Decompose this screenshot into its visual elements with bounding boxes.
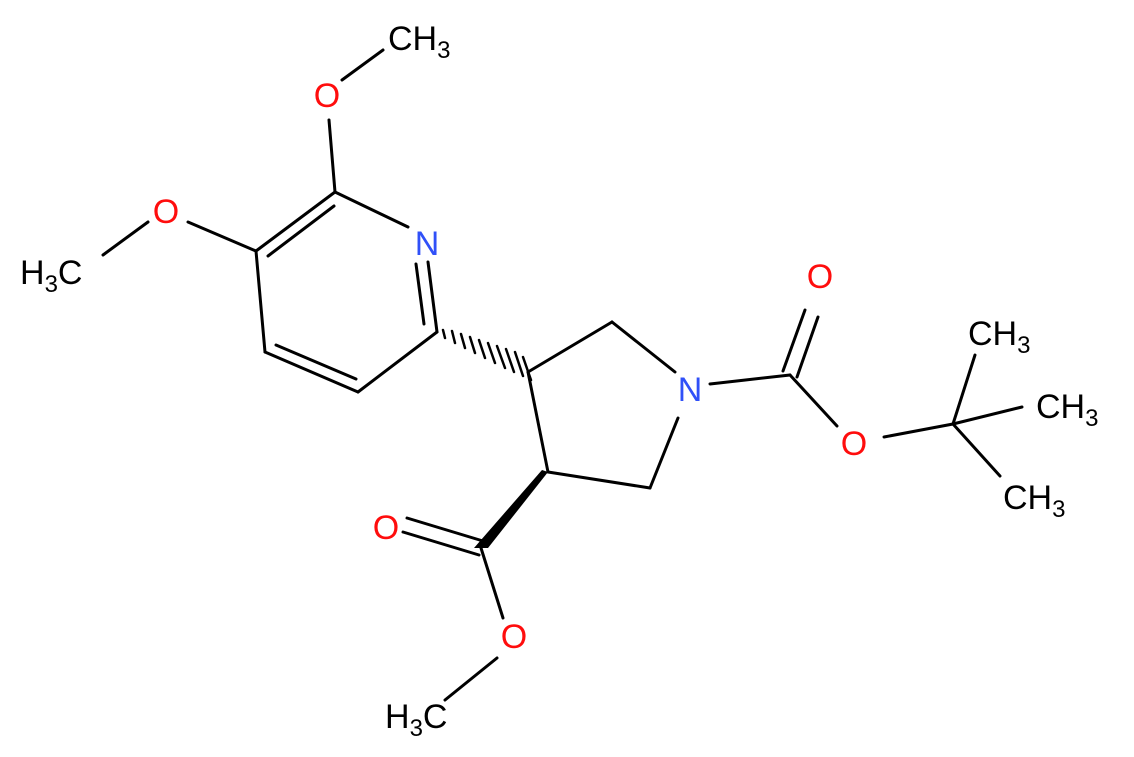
group-ch3-tbu-3: CH3: [1003, 479, 1065, 523]
bond-c-boc-o-double-b: [795, 315, 820, 379]
bond-c6-o-top: [327, 118, 337, 194]
bond-c5-c6-double: [266, 204, 336, 258]
bond-n-c-boc: [708, 373, 792, 386]
group-ch3-top: CH3: [388, 20, 450, 64]
atom-o-ester-carbonyl: O: [373, 509, 399, 547]
bond-c2p-c3p: [546, 470, 652, 490]
bond-n1-c2-double: [414, 262, 426, 326]
bond-cq-ch3-1: [951, 353, 977, 426]
bond-c3-c4-double: [274, 343, 358, 381]
bond-c5-o-left: [186, 220, 258, 253]
bond-c6-n1: [333, 190, 410, 229]
bond-c-ester-o-double-b: [401, 530, 481, 557]
bond-c-ester-o-single: [479, 546, 505, 620]
bond-c5-c6: [254, 190, 337, 253]
bond-c4p-c5p: [526, 320, 614, 374]
bond-o-left-ch3: [101, 220, 150, 257]
atom-o-boc-ester: O: [841, 425, 867, 463]
hashed-bond-c4p-c2: [441, 328, 533, 382]
atom-o-methoxy-left: O: [153, 193, 179, 231]
bond-c-boc-o-double-a: [781, 308, 807, 373]
bond-n-c2p: [648, 416, 680, 490]
atom-labels: N N O O O O O O CH3 H3C CH3 CH3 CH3 H3C: [20, 20, 1098, 742]
group-ch3-tbu-1: CH3: [968, 315, 1030, 359]
atom-n-pyridine: N: [415, 225, 440, 263]
atom-o-methoxy-top: O: [314, 77, 340, 115]
bond-o-cq: [882, 422, 955, 439]
wedge-bond-c3p-cester: [474, 470, 548, 548]
group-ch3-ester: H3C: [385, 698, 447, 742]
bond-c4-c5: [254, 249, 267, 354]
bonds: [101, 48, 1024, 702]
bond-c3p-c4p: [526, 370, 550, 474]
bond-c-ester-o-double-a: [405, 516, 485, 543]
group-ch3-left: H3C: [20, 254, 82, 298]
atom-o-ester-methoxy: O: [501, 618, 527, 656]
bond-c5p-n: [610, 320, 677, 374]
bond-cq-ch3-2: [951, 405, 1024, 426]
atom-n-pyrrolidine: N: [678, 371, 703, 409]
bond-cq-ch3-3: [951, 422, 1002, 478]
bond-c2-c3: [356, 330, 439, 394]
bond-n1-c2: [426, 260, 439, 334]
bond-o-ester-ch3: [443, 656, 499, 702]
bond-c-boc-o-single: [788, 373, 839, 428]
bond-o-top-ch3: [340, 48, 385, 82]
group-ch3-tbu-2: CH3: [1036, 388, 1098, 432]
bond-c3-c4: [263, 350, 360, 394]
atom-o-boc-carbonyl: O: [807, 258, 833, 296]
